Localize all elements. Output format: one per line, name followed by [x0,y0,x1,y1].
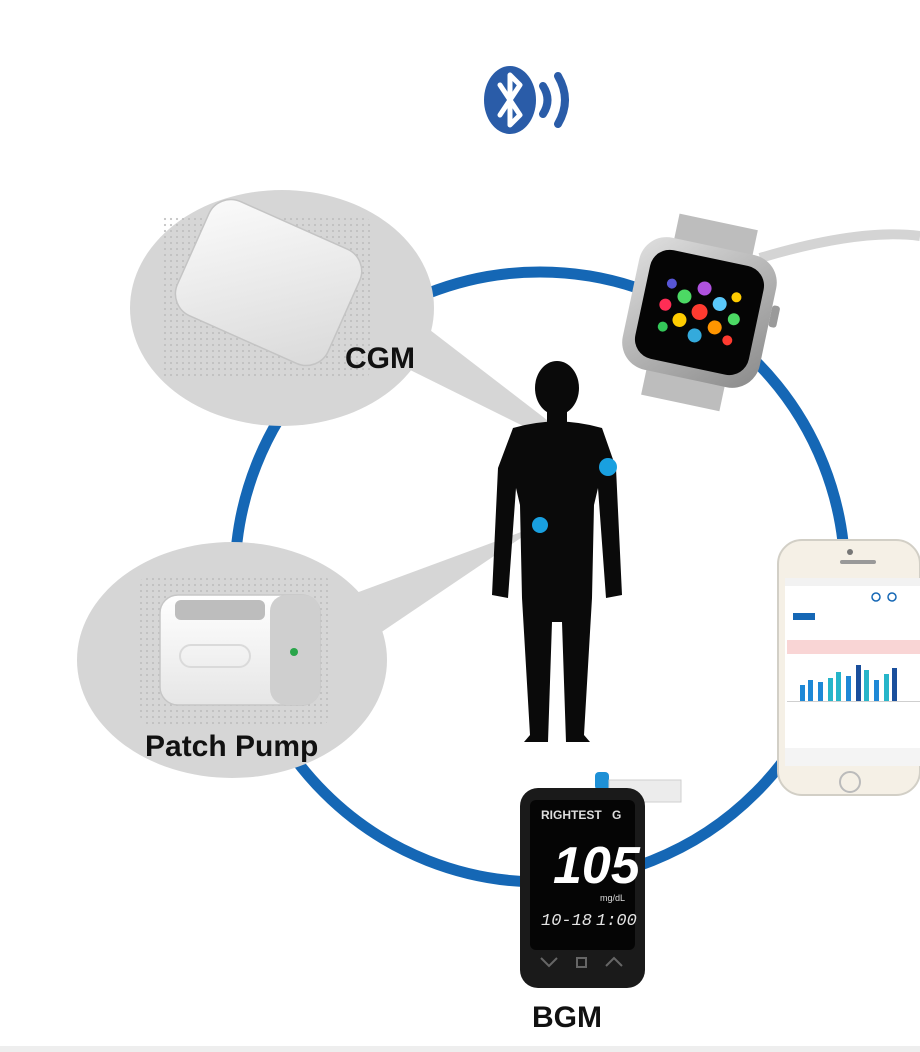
watch-app-icons [657,278,742,346]
bgm-meter: RIGHTEST G 105 mg/dL 10-18 1:00 [520,772,682,988]
bgm-reading: 105 [553,837,641,895]
phone-glucose-bars [800,665,897,701]
bgm-label: BGM [532,1001,602,1034]
bgm-down-button [540,957,558,968]
bgm-unit: mg/dL [600,893,625,903]
bgm-brand: RIGHTEST [541,808,602,822]
bgm-select-button [576,957,587,968]
bgm-up-button [605,956,623,967]
bluetooth-icon [484,66,536,134]
bgm-time: 1:00 [596,912,637,931]
cgm-sensor-dot [599,458,617,476]
pump-sensor-dot [532,517,548,533]
patch-pump-callout: Patch Pump [77,525,540,778]
cgm-label: CGM [345,342,415,375]
human-silhouette [492,361,622,742]
watch-link-arc [758,229,920,263]
cgm-sensor [174,198,363,367]
smartphone [777,539,920,796]
phone-home-button [839,771,861,793]
signal-waves-icon [539,72,569,128]
cgm-callout: CGM [130,190,612,470]
bottom-strip [0,1046,920,1052]
bgm-date: 10-18 [541,912,592,931]
patch-pump-label: Patch Pump [145,730,318,763]
smartwatch [622,213,780,412]
bgm-model: G [612,808,621,822]
pump-indicator-light [290,648,298,656]
